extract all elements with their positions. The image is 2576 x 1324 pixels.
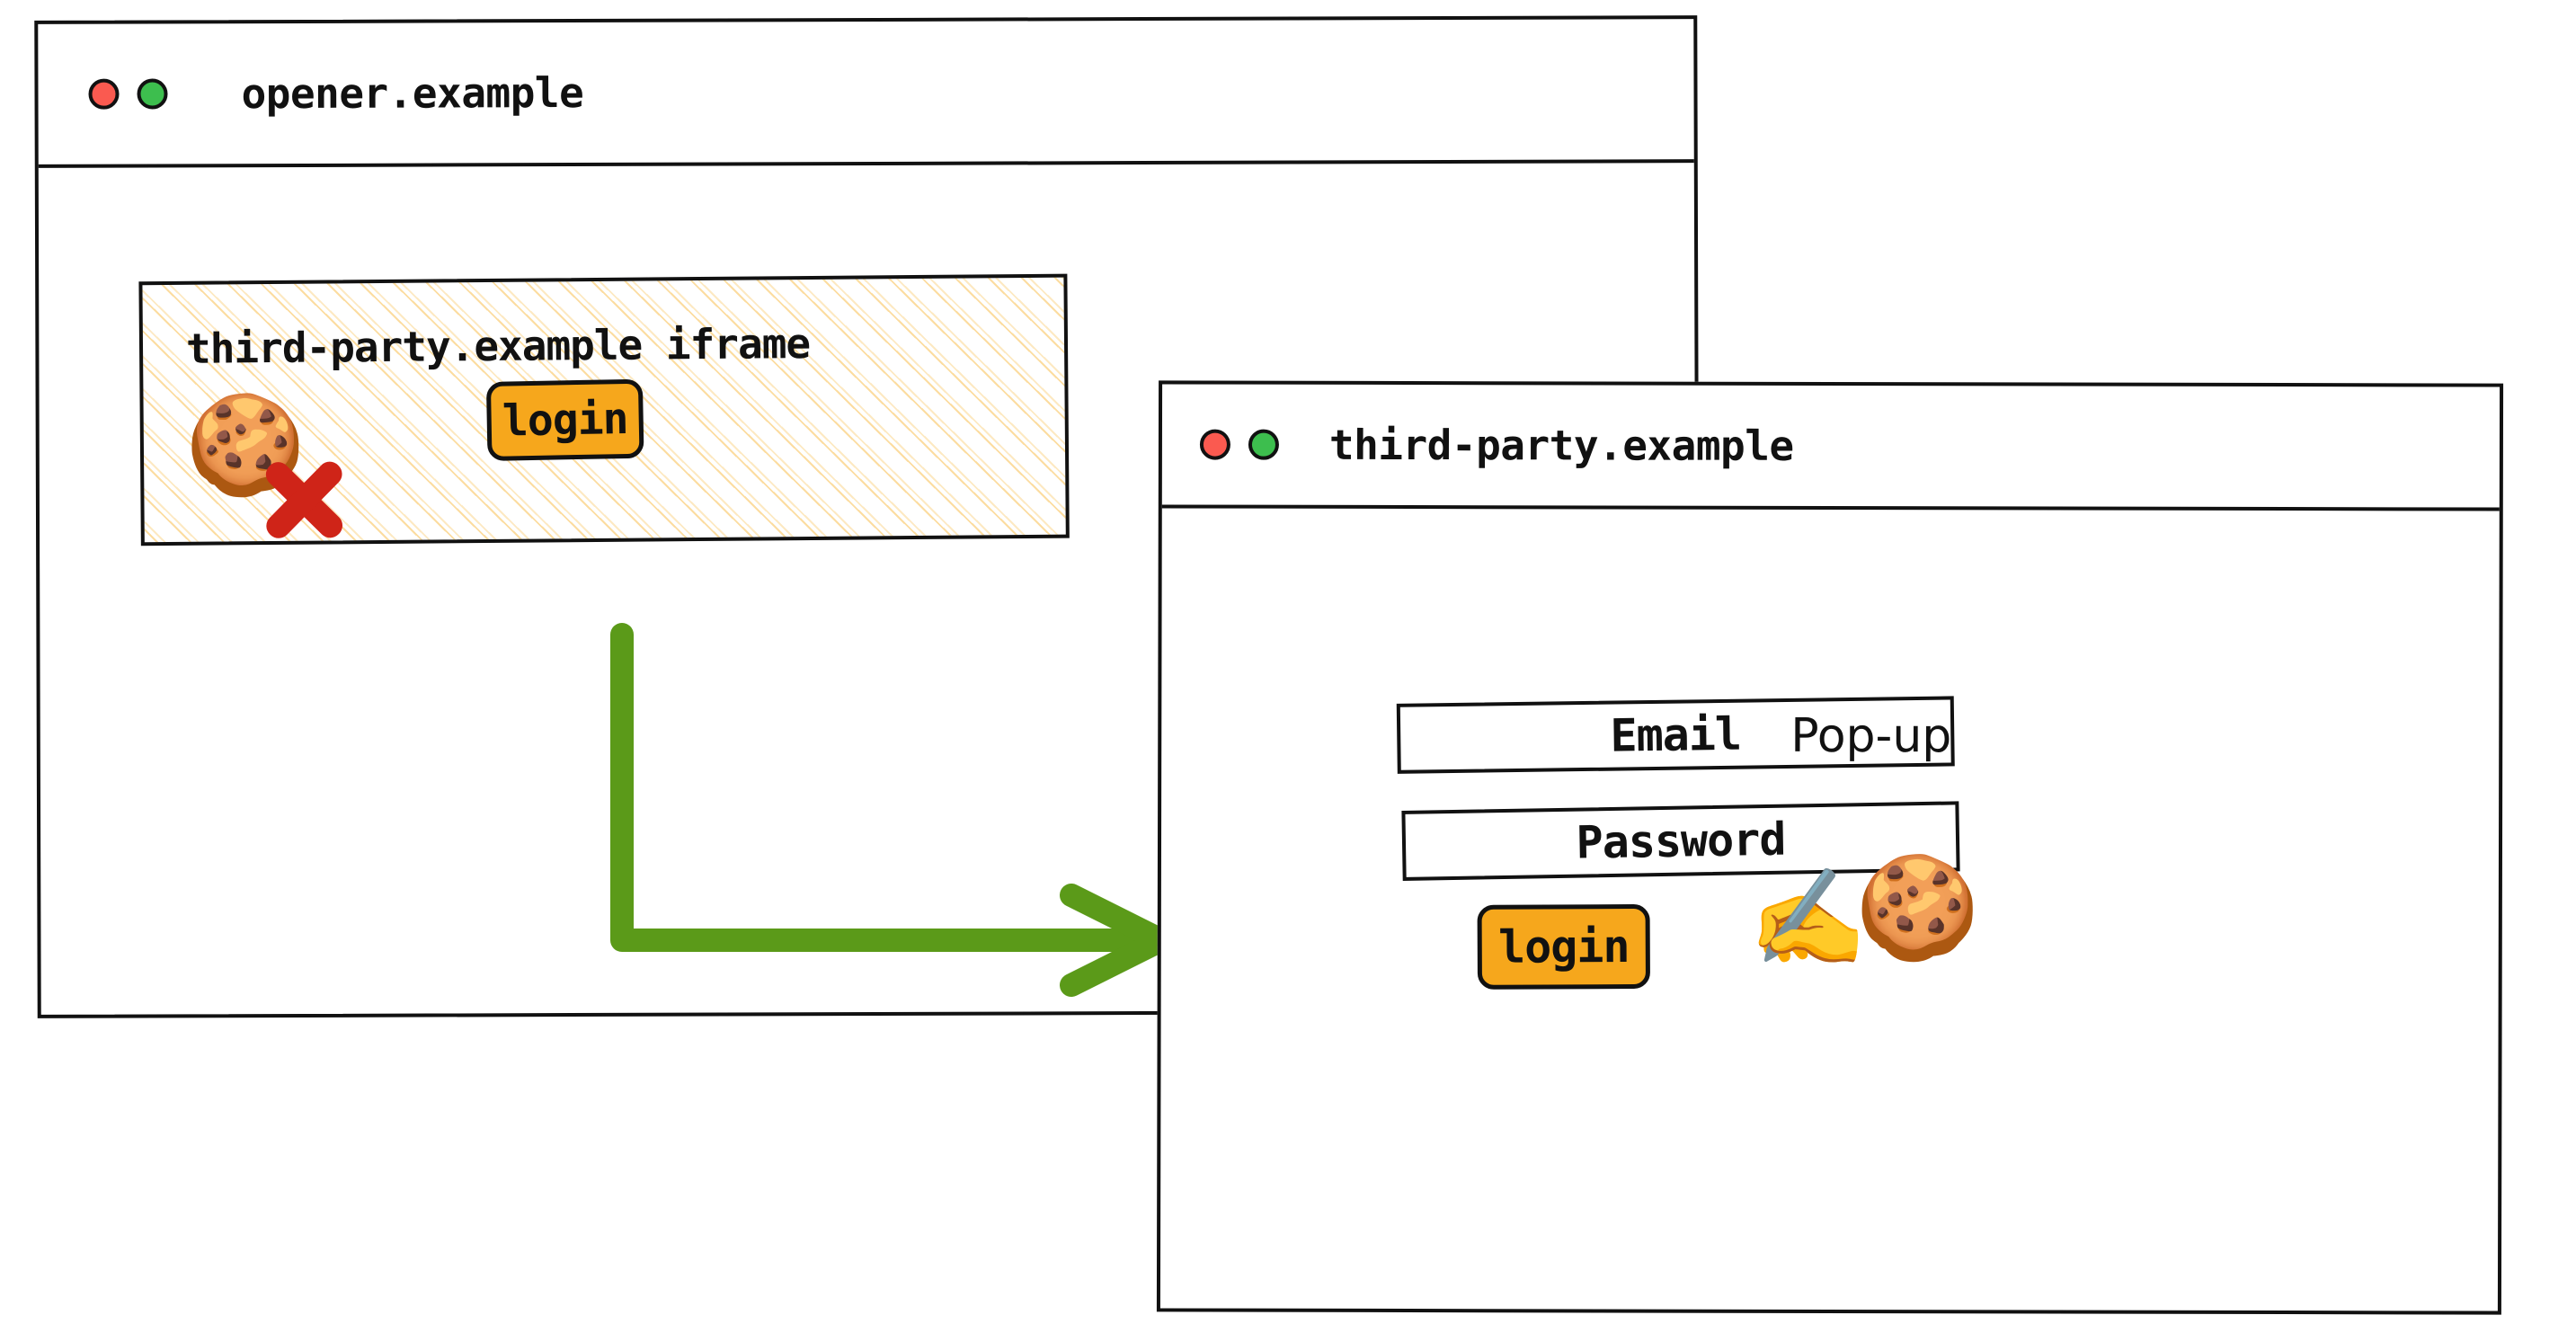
opener-traffic-lights	[88, 78, 168, 110]
cookie-icon: 🍪	[1854, 849, 1981, 967]
close-dot-red-icon[interactable]	[1199, 429, 1230, 460]
close-dot-red-icon[interactable]	[88, 78, 120, 110]
blocked-x-mark-icon	[252, 447, 357, 552]
popup-titlebar: third-party.example	[1161, 384, 2500, 511]
third-party-iframe: third-party.example iframe 🍪 login	[138, 273, 1070, 546]
writing-hand-icon: ✍️	[1748, 862, 1868, 974]
opener-titlebar: opener.example	[38, 19, 1694, 168]
popup-window-title: third-party.example	[1328, 420, 1794, 470]
popup-browser-window: third-party.example Email Password login…	[1156, 380, 2504, 1315]
iframe-label: third-party.example iframe	[185, 318, 811, 373]
opener-window-title: opener.example	[241, 67, 584, 119]
popup-traffic-lights	[1199, 429, 1279, 460]
iframe-login-button[interactable]: login	[485, 378, 644, 461]
maximize-dot-green-icon[interactable]	[137, 78, 168, 110]
maximize-dot-green-icon[interactable]	[1248, 429, 1279, 460]
popup-annotation-label: Pop-up	[1790, 708, 1952, 764]
popup-login-button[interactable]: login	[1477, 903, 1650, 990]
